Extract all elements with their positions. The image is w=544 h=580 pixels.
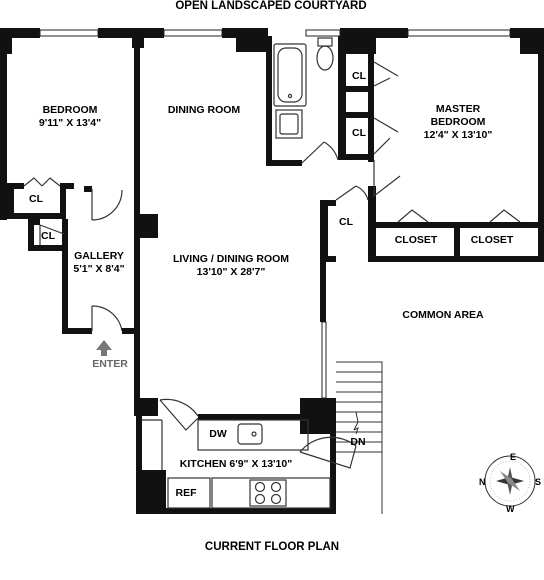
bedroom-label: BEDROOM xyxy=(42,104,98,116)
master-closet-top-label: CL xyxy=(352,70,366,82)
stairs xyxy=(336,361,383,514)
dishwasher-label: DW xyxy=(209,428,227,440)
gallery-closet-label: CL xyxy=(41,230,55,242)
gallery-label: GALLERY xyxy=(74,250,124,262)
living-dining-dims: 13'10" X 28'7" xyxy=(196,266,266,278)
compass-w: W xyxy=(506,504,515,514)
kitchen-label: KITCHEN 6'9" X 13'10" xyxy=(179,458,293,470)
living-dining-label: LIVING / DINING ROOM xyxy=(172,253,290,265)
compass-icon xyxy=(484,455,536,507)
bathroom-fixtures xyxy=(273,37,334,139)
master-bedroom-dims: 12'4" X 13'10" xyxy=(423,129,493,141)
enter-arrow xyxy=(96,340,112,356)
bedroom-dims: 9'11" X 13'4" xyxy=(38,117,102,129)
kitchen-fixtures xyxy=(142,419,331,509)
bedroom-closet-label: CL xyxy=(29,193,43,205)
gallery-dims: 5'1" X 8'4" xyxy=(73,263,125,275)
refrigerator-label: REF xyxy=(175,487,197,499)
walls xyxy=(0,28,544,514)
enter-label: ENTER xyxy=(92,358,128,370)
master-bedroom-label-2: BEDROOM xyxy=(430,116,486,128)
hall-closet-label: CL xyxy=(339,216,353,228)
closet-label-1: CLOSET xyxy=(394,234,438,246)
closet-label-2: CLOSET xyxy=(470,234,514,246)
windows xyxy=(39,29,511,399)
courtyard-title: OPEN LANDSCAPED COURTYARD xyxy=(175,0,367,12)
compass-s: S xyxy=(535,477,542,487)
dining-room-label: DINING ROOM xyxy=(167,104,241,116)
plan-title: CURRENT FLOOR PLAN xyxy=(204,541,340,553)
master-bedroom-label-1: MASTER xyxy=(435,103,481,115)
master-closet-mid-label: CL xyxy=(352,127,366,139)
common-area-label: COMMON AREA xyxy=(402,309,484,321)
compass-e: E xyxy=(510,452,517,462)
compass-n: N xyxy=(479,477,486,487)
stairs-down-label: DN xyxy=(350,436,366,448)
